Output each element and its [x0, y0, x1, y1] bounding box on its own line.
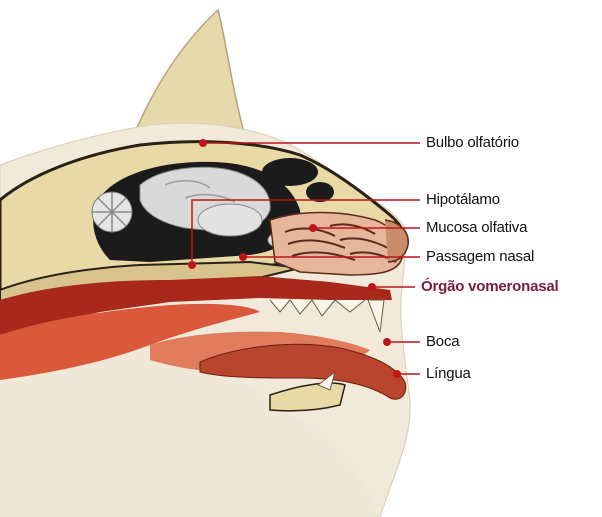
cerebellum-folds [92, 192, 132, 232]
label-bulbo-olfatorio: Bulbo olfatório [426, 134, 519, 151]
dot-hipotalamo [188, 261, 196, 269]
tongue [199, 343, 407, 400]
ear [126, 8, 247, 151]
nose-tip [384, 219, 409, 263]
dot-vomeronasal [368, 283, 376, 291]
canine-upper [367, 299, 385, 333]
lower-jaw-bone [269, 382, 346, 412]
dot-boca [383, 338, 391, 346]
label-mucosa-olfativa: Mucosa olfativa [426, 219, 528, 236]
nasal-region [269, 211, 409, 276]
leader-dots [188, 139, 401, 378]
mouth [0, 276, 407, 412]
upper-teeth-row [269, 299, 366, 317]
label-hipotalamo: Hipotálamo [426, 191, 500, 208]
label-passagem-nasal: Passagem nasal [426, 248, 535, 265]
dot-bulbo [199, 139, 207, 147]
label-orgao-vomeronasal: Órgão vomeronasal [421, 278, 559, 295]
dot-passagem [239, 253, 247, 261]
dot-lingua [393, 370, 401, 378]
throat-flesh [0, 303, 260, 380]
fur-lower [0, 325, 380, 517]
label-boca: Boca [426, 333, 460, 350]
canine-lower [317, 370, 336, 391]
sinus-2 [306, 182, 334, 202]
leader-hipotalamo [191, 199, 420, 265]
palate [0, 276, 392, 335]
label-lingua: Língua [426, 365, 471, 382]
dot-mucosa [309, 224, 317, 232]
lower-brain [197, 203, 263, 237]
leader-lines [191, 142, 420, 375]
